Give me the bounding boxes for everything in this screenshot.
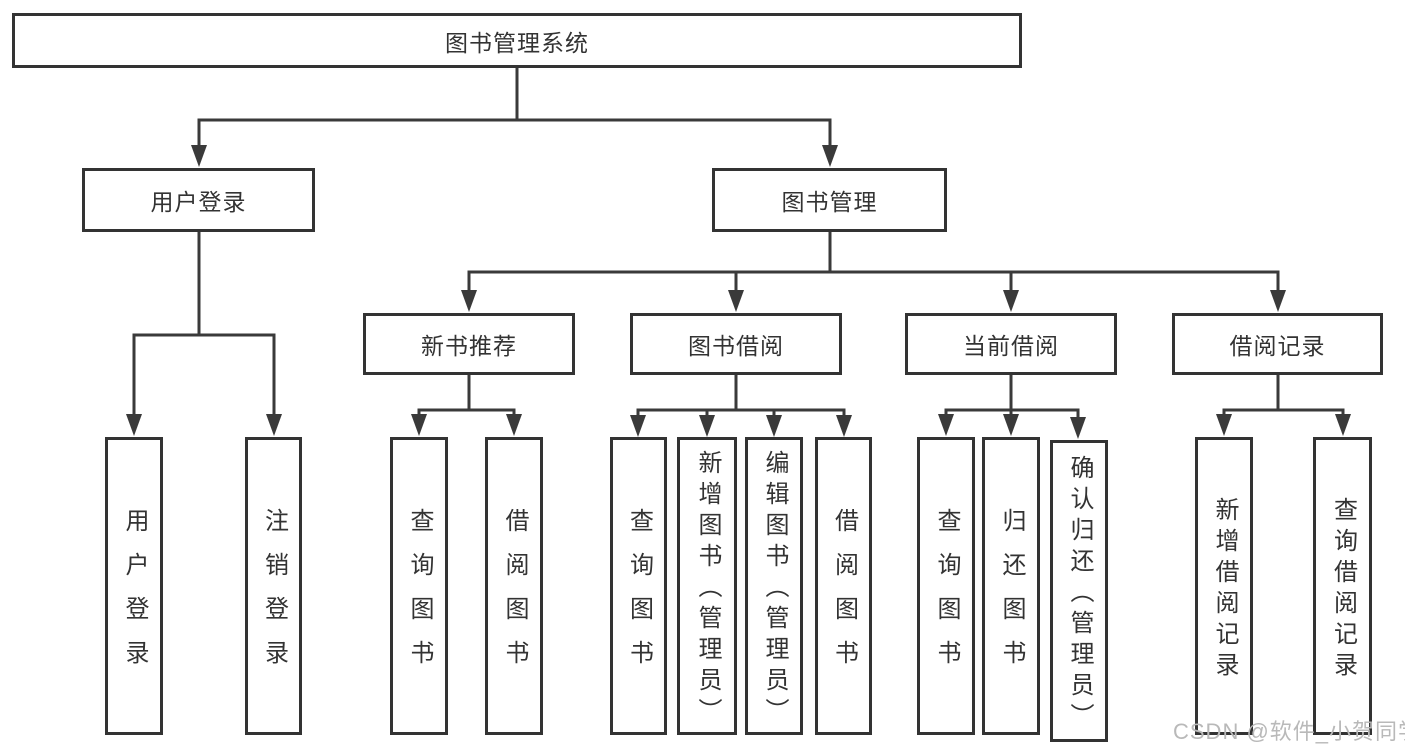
leaf-query-books-2: 查询图书 (610, 437, 667, 735)
node-label: 查询图书 (406, 508, 433, 684)
node-label: 查询图书 (933, 508, 960, 684)
watermark: CSDN @软件_小贺同学 (1173, 719, 1405, 744)
node-label: 编辑图书（管理员） (761, 450, 788, 729)
leaf-add-book-admin: 新增图书（管理员） (677, 437, 737, 735)
leaf-edit-book-admin: 编辑图书（管理员） (745, 437, 803, 735)
leaf-return-books: 归还图书 (982, 437, 1040, 735)
leaf-borrow-books-2: 借阅图书 (815, 437, 872, 735)
leaf-logout-login: 注销登录 (245, 437, 302, 735)
node-label: 新增图书（管理员） (694, 450, 721, 729)
leaf-confirm-return-admin: 确认归还（管理员） (1050, 440, 1108, 742)
node-label: 用户登录 (150, 189, 247, 215)
leaf-query-borrow-record: 查询借阅记录 (1313, 437, 1372, 735)
node-current-borrowing: 当前借阅 (905, 313, 1117, 375)
node-label: 注销登录 (260, 508, 288, 684)
leaf-query-books-1: 查询图书 (390, 437, 448, 735)
node-borrowing-records: 借阅记录 (1172, 313, 1383, 375)
node-label: 借阅图书 (501, 508, 528, 684)
node-book-management: 图书管理 (712, 168, 947, 232)
node-label: 图书借阅 (688, 333, 784, 359)
node-label: 归还图书 (998, 508, 1025, 684)
node-label: 图书管理 (781, 189, 878, 215)
node-label: 查询借阅记录 (1329, 496, 1357, 683)
leaf-add-borrow-record: 新增借阅记录 (1195, 437, 1253, 735)
node-user-login: 用户登录 (82, 168, 315, 232)
node-label: 新增借阅记录 (1211, 496, 1238, 683)
node-label: 查询图书 (625, 508, 653, 684)
leaf-borrow-books-1: 借阅图书 (485, 437, 543, 735)
leaf-user-login: 用户登录 (105, 437, 163, 735)
node-label: 确认归还（管理员） (1066, 455, 1093, 734)
node-label: 图书管理系统 (445, 29, 589, 56)
node-label: 当前借阅 (963, 333, 1059, 359)
node-label: 用户登录 (121, 508, 148, 684)
node-label: 借阅图书 (830, 508, 858, 684)
node-library-system: 图书管理系统 (12, 13, 1022, 68)
leaf-query-books-3: 查询图书 (917, 437, 975, 735)
node-label: 借阅记录 (1229, 333, 1326, 359)
node-label: 新书推荐 (421, 333, 517, 359)
node-book-borrowing: 图书借阅 (630, 313, 842, 375)
node-new-book-recommendation: 新书推荐 (363, 313, 575, 375)
